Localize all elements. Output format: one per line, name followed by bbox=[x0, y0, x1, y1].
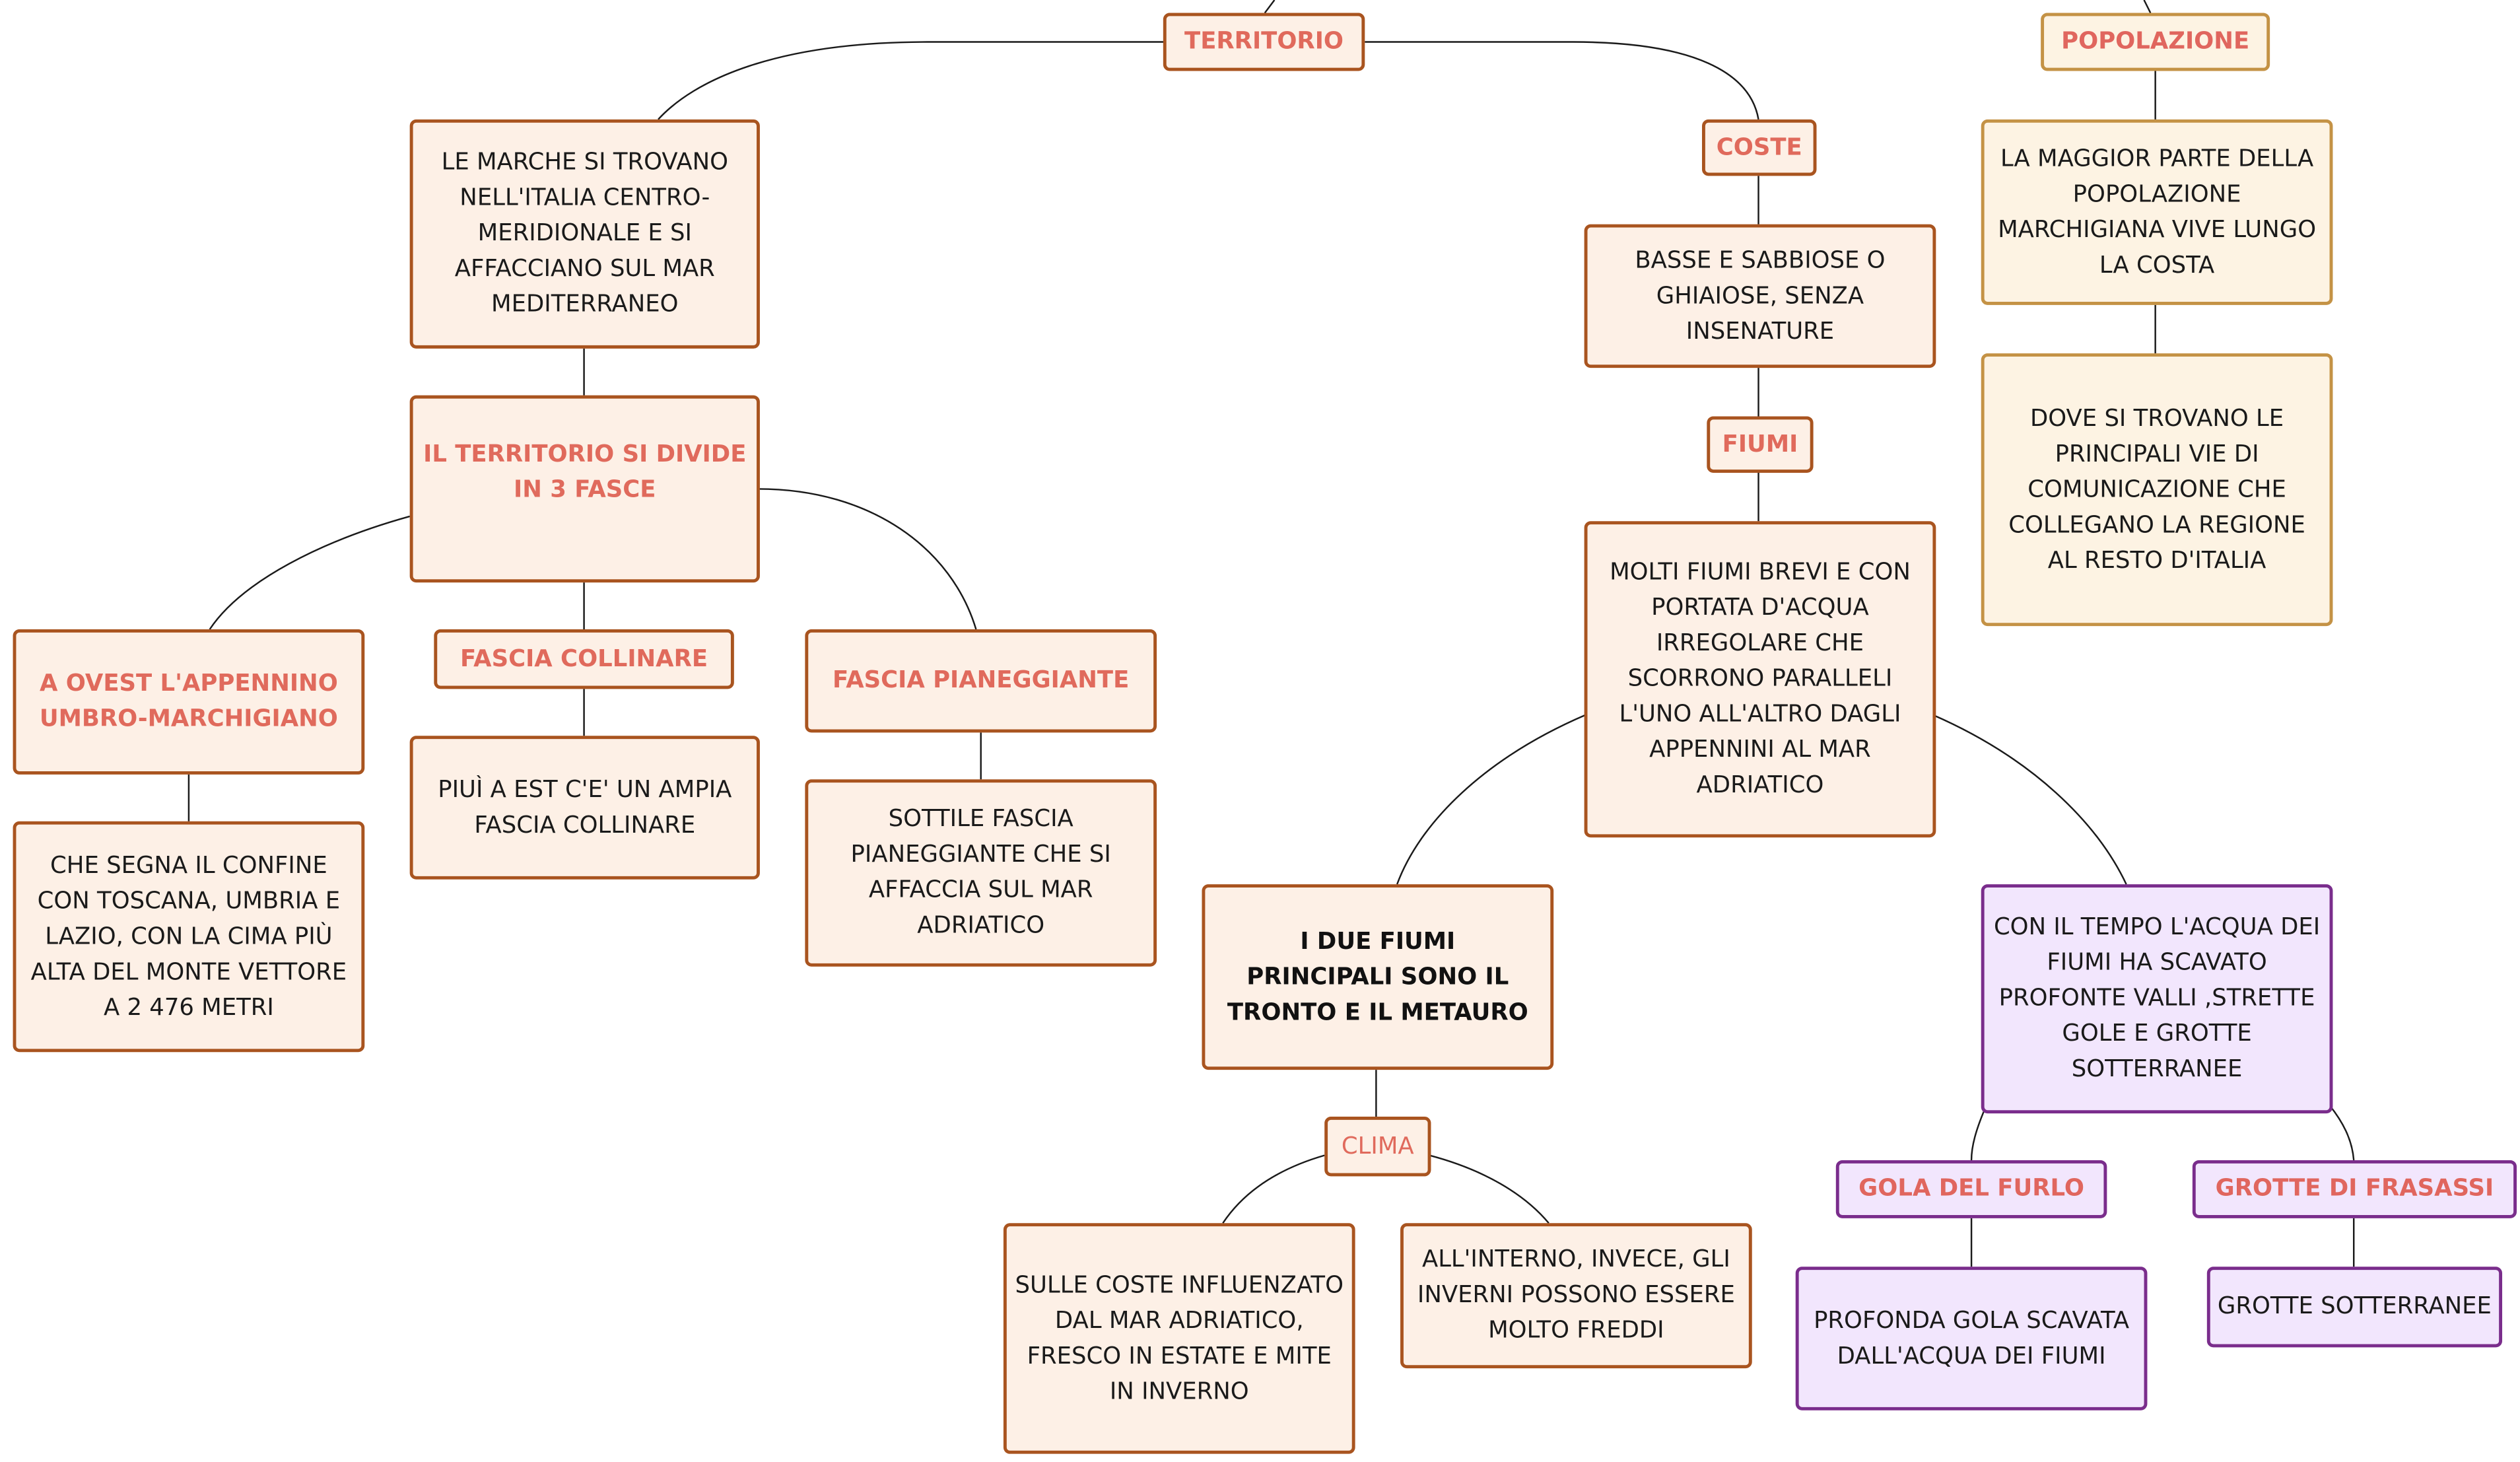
node-basse[interactable]: BASSE E SABBIOSE O GHIAIOSE, SENZA INSEN… bbox=[1584, 224, 1936, 368]
node-profonda-label: PROFONDA GOLA SCAVATA DALL'ACQUA DEI FIU… bbox=[1814, 1307, 2130, 1370]
node-molti[interactable]: MOLTI FIUMI BREVI E CON PORTATA D'ACQUA … bbox=[1584, 521, 1936, 838]
connector-tempo-furlo bbox=[1970, 1109, 1985, 1160]
node-basse-label: BASSE E SABBIOSE O GHIAIOSE, SENZA INSEN… bbox=[1635, 248, 1886, 345]
connector-clima-interno bbox=[1429, 1154, 1549, 1224]
node-divide-label: IL TERRITORIO SI DIVIDE IN 3 FASCE bbox=[423, 442, 747, 504]
connector-divide-ovest bbox=[209, 515, 411, 630]
node-collinare[interactable]: FASCIA COLLINARE bbox=[434, 629, 734, 689]
node-sottile-label: SOTTILE FASCIA PIANEGGIANTE CHE SI AFFAC… bbox=[850, 806, 1111, 940]
node-divide[interactable]: IL TERRITORIO SI DIVIDE IN 3 FASCE bbox=[409, 395, 760, 583]
connector-territorio-marche bbox=[658, 41, 1165, 120]
node-fiumi[interactable]: FIUMI bbox=[1707, 416, 1814, 473]
node-pianeggiante-label: FASCIA PIANEGGIANTE bbox=[833, 668, 1130, 694]
connector-divide-pianeggiante bbox=[758, 488, 977, 630]
node-tempo-label: CON IL TEMPO L'ACQUA DEI FIUMI HA SCAVAT… bbox=[1993, 915, 2321, 1083]
node-frasassi-label: GROTTE DI FRASASSI bbox=[2215, 1176, 2494, 1202]
node-coste[interactable]: COSTE bbox=[1701, 119, 1817, 176]
node-ovest[interactable]: A OVEST L'APPENNINO UMBRO-MARCHIGIANO bbox=[13, 629, 365, 775]
node-maggior-label: LA MAGGIOR PARTE DELLA POPOLAZIONE MARCH… bbox=[1998, 146, 2317, 279]
node-due-fiumi[interactable]: I DUE FIUMI PRINCIPALI SONO IL TRONTO E … bbox=[1202, 884, 1554, 1070]
node-sulle-coste-label: SULLE COSTE INFLUENZATO DAL MAR ADRIATIC… bbox=[1015, 1272, 1344, 1405]
node-sotterranee[interactable]: GROTTE SOTTERRANEE bbox=[2206, 1267, 2503, 1348]
node-profonda[interactable]: PROFONDA GOLA SCAVATA DALL'ACQUA DEI FIU… bbox=[1795, 1267, 2148, 1410]
connector-territorio-coste bbox=[1365, 41, 1759, 120]
node-pianeggiante[interactable]: FASCIA PIANEGGIANTE bbox=[805, 629, 1157, 733]
node-est[interactable]: PIUÌ A EST C'E' UN AMPIA FASCIA COLLINAR… bbox=[409, 736, 760, 880]
node-frasassi[interactable]: GROTTE DI FRASASSI bbox=[2192, 1160, 2517, 1218]
connector-clima-sullecoste bbox=[1222, 1154, 1325, 1224]
node-clima-label: CLIMA bbox=[1341, 1133, 1414, 1160]
node-marche[interactable]: LE MARCHE SI TROVANO NELL'ITALIA CENTRO-… bbox=[409, 119, 760, 349]
node-furlo-label: GOLA DEL FURLO bbox=[1858, 1176, 2084, 1202]
node-fiumi-label: FIUMI bbox=[1722, 431, 1798, 458]
node-sotterranee-label: GROTTE SOTTERRANEE bbox=[2217, 1294, 2492, 1320]
node-sulle-coste[interactable]: SULLE COSTE INFLUENZATO DAL MAR ADRIATIC… bbox=[1003, 1223, 1355, 1454]
connector-molti-duefiumi bbox=[1396, 714, 1586, 885]
node-ovest-label: A OVEST L'APPENNINO UMBRO-MARCHIGIANO bbox=[39, 671, 338, 733]
node-interno-label: ALL'INTERNO, INVECE, GLI INVERNI POSSONO… bbox=[1417, 1247, 1735, 1344]
node-collinare-label: FASCIA COLLINARE bbox=[460, 646, 708, 672]
node-popolazione[interactable]: POPOLAZIONE bbox=[2041, 13, 2270, 71]
node-molti-label: MOLTI FIUMI BREVI E CON PORTATA D'ACQUA … bbox=[1610, 559, 1911, 799]
node-interno[interactable]: ALL'INTERNO, INVECE, GLI INVERNI POSSONO… bbox=[1400, 1223, 1752, 1369]
connector-root-territorio bbox=[1264, 0, 1276, 14]
connector-molti-tempo bbox=[1932, 714, 2127, 885]
node-coste-label: COSTE bbox=[1716, 135, 1802, 161]
node-confine[interactable]: CHE SEGNA IL CONFINE CON TOSCANA, UMBRIA… bbox=[13, 821, 365, 1053]
node-clima[interactable]: CLIMA bbox=[1324, 1116, 1431, 1177]
node-furlo[interactable]: GOLA DEL FURLO bbox=[1835, 1160, 2107, 1218]
node-dove-label: DOVE SI TROVANO LE PRINCIPALI VIE DI COM… bbox=[2008, 405, 2305, 574]
node-territorio-label: TERRITORIO bbox=[1184, 28, 1344, 55]
node-due-fiumi-label: I DUE FIUMI PRINCIPALI SONO IL TRONTO E … bbox=[1227, 928, 1528, 1026]
node-marche-label: LE MARCHE SI TROVANO NELL'ITALIA CENTRO-… bbox=[441, 150, 729, 318]
node-sottile[interactable]: SOTTILE FASCIA PIANEGGIANTE CHE SI AFFAC… bbox=[805, 779, 1157, 967]
node-maggior[interactable]: LA MAGGIOR PARTE DELLA POPOLAZIONE MARCH… bbox=[1981, 119, 2333, 305]
connector-root-popolazione bbox=[2143, 0, 2152, 14]
node-territorio[interactable]: TERRITORIO bbox=[1163, 13, 1365, 71]
node-dove[interactable]: DOVE SI TROVANO LE PRINCIPALI VIE DI COM… bbox=[1981, 353, 2333, 627]
connector-tempo-frasassi bbox=[2329, 1105, 2355, 1161]
node-popolazione-label: POPOLAZIONE bbox=[2061, 28, 2250, 55]
node-tempo[interactable]: CON IL TEMPO L'ACQUA DEI FIUMI HA SCAVAT… bbox=[1981, 884, 2333, 1114]
node-est-label: PIUÌ A EST C'E' UN AMPIA FASCIA COLLINAR… bbox=[438, 777, 732, 839]
node-confine-label: CHE SEGNA IL CONFINE CON TOSCANA, UMBRIA… bbox=[30, 853, 347, 1021]
